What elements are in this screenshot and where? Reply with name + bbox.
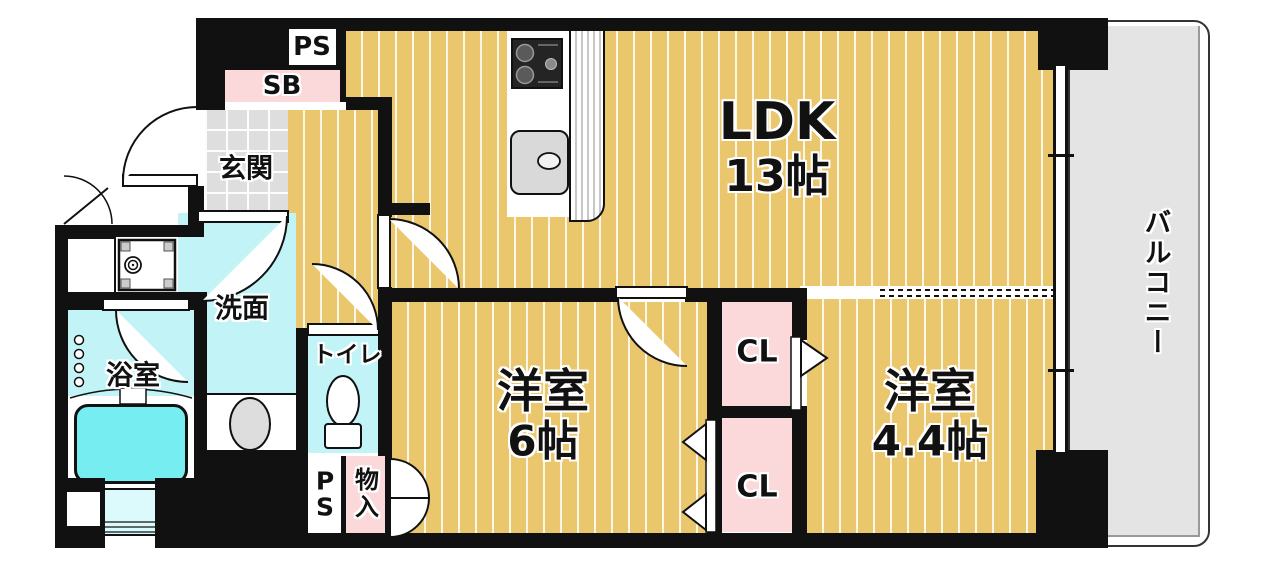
closet-lower-door-triangle <box>681 421 707 463</box>
wall-closet-divider <box>707 406 807 418</box>
washroom-door-arc <box>201 215 288 302</box>
ldk-door-arc <box>388 218 460 290</box>
closet-upper-floor <box>722 300 792 408</box>
closet-lower-label: CL <box>736 469 778 505</box>
pipe-space-top-label: PS <box>293 32 331 62</box>
shoe-box-gap <box>225 102 346 110</box>
bathroom-door-arc <box>115 309 189 383</box>
ldk-floor <box>346 31 1055 288</box>
wall-ps-storage-divider <box>341 456 346 533</box>
sink-icon <box>510 130 569 195</box>
pipe-space-bottom-box <box>308 456 342 533</box>
ldk-label: LDK <box>718 92 836 152</box>
western6-door-arc <box>617 296 688 367</box>
window-mullion-tick <box>1048 369 1074 372</box>
western6-label: 洋室 <box>497 364 589 418</box>
hallway-floor <box>288 108 378 330</box>
storage-box <box>345 456 385 533</box>
stove-icon <box>511 38 563 89</box>
entrance-label: 玄関 <box>219 153 273 185</box>
toilet-label: トイレ <box>312 342 382 368</box>
toilet-icon <box>324 375 362 449</box>
washbasin-icon <box>229 397 271 451</box>
storage-bifold-lower <box>389 497 431 539</box>
column-topright <box>1038 18 1108 70</box>
bath-window-lines <box>103 521 155 533</box>
pipe-space-bottom-label: PS <box>315 466 335 521</box>
western44-label: 洋室 <box>884 364 976 418</box>
wall-hall-right-upper <box>378 100 392 217</box>
western44-floor <box>807 295 1055 535</box>
entrance-tile <box>205 108 288 215</box>
closet-upper-door <box>790 336 802 411</box>
shoe-box <box>225 70 340 102</box>
wall-toilet-left <box>296 328 308 460</box>
wall-ldk-west6-a <box>387 288 618 302</box>
washroom-label: 洗面 <box>215 293 269 325</box>
wall-bath-washroom <box>194 292 207 488</box>
closet-upper-label: CL <box>736 334 778 370</box>
bathtub <box>74 404 188 484</box>
wall-meterbox-top <box>55 225 190 237</box>
kitchen-counter <box>569 29 605 222</box>
wall-left-outer <box>55 225 68 485</box>
closet-lower-door-triangle <box>681 491 707 533</box>
toilet-door-arc <box>311 263 379 331</box>
wall-top <box>196 18 1070 31</box>
balcony-label: バルコニー <box>1139 208 1171 358</box>
washroom-door-leaf <box>197 210 289 223</box>
western6-size-label: 6帖 <box>507 416 579 466</box>
ldk-door-leaf <box>377 214 391 289</box>
pipe-space-top-box <box>289 29 336 65</box>
washing-machine-icon <box>117 238 177 292</box>
wall-closet-right-upper <box>792 288 807 340</box>
ldk-size-label: 13帖 <box>724 151 830 202</box>
open-boundary-dashes <box>880 289 1056 297</box>
wall-hall-stub <box>378 203 430 215</box>
wall-bottom <box>196 533 1108 548</box>
meterbox-door-leaf <box>63 187 109 225</box>
bathtub-step <box>119 387 147 405</box>
western44-size-label: 4.4帖 <box>871 416 989 466</box>
front-door-leaf <box>122 174 198 187</box>
front-door-arc <box>122 106 198 182</box>
shower-fittings-icon <box>73 334 85 388</box>
western6-door-leaf <box>615 286 688 299</box>
meterbox-door-arc <box>63 175 113 225</box>
toilet-door-leaf <box>307 323 380 336</box>
storage-label: 物入 <box>350 467 379 521</box>
bathroom-label: 浴室 <box>106 360 160 392</box>
wall-bottom-center-block <box>196 450 308 548</box>
wall-closet-right-lower <box>792 412 807 535</box>
shoe-box-label: SB <box>262 71 302 101</box>
window-mullion-tick <box>1048 154 1074 157</box>
bottomleft-notch <box>67 492 100 526</box>
closet-lower-floor <box>722 418 792 532</box>
western6-floor <box>392 302 707 535</box>
storage-bifold-upper <box>389 457 431 499</box>
balcony-window <box>1053 66 1068 452</box>
bathroom-door-leaf <box>102 298 190 311</box>
wall-entrance-left <box>188 186 204 237</box>
closet-upper-door-triangle <box>800 338 829 378</box>
column-bottomright <box>1036 450 1108 542</box>
closet-lower-door <box>705 419 717 533</box>
